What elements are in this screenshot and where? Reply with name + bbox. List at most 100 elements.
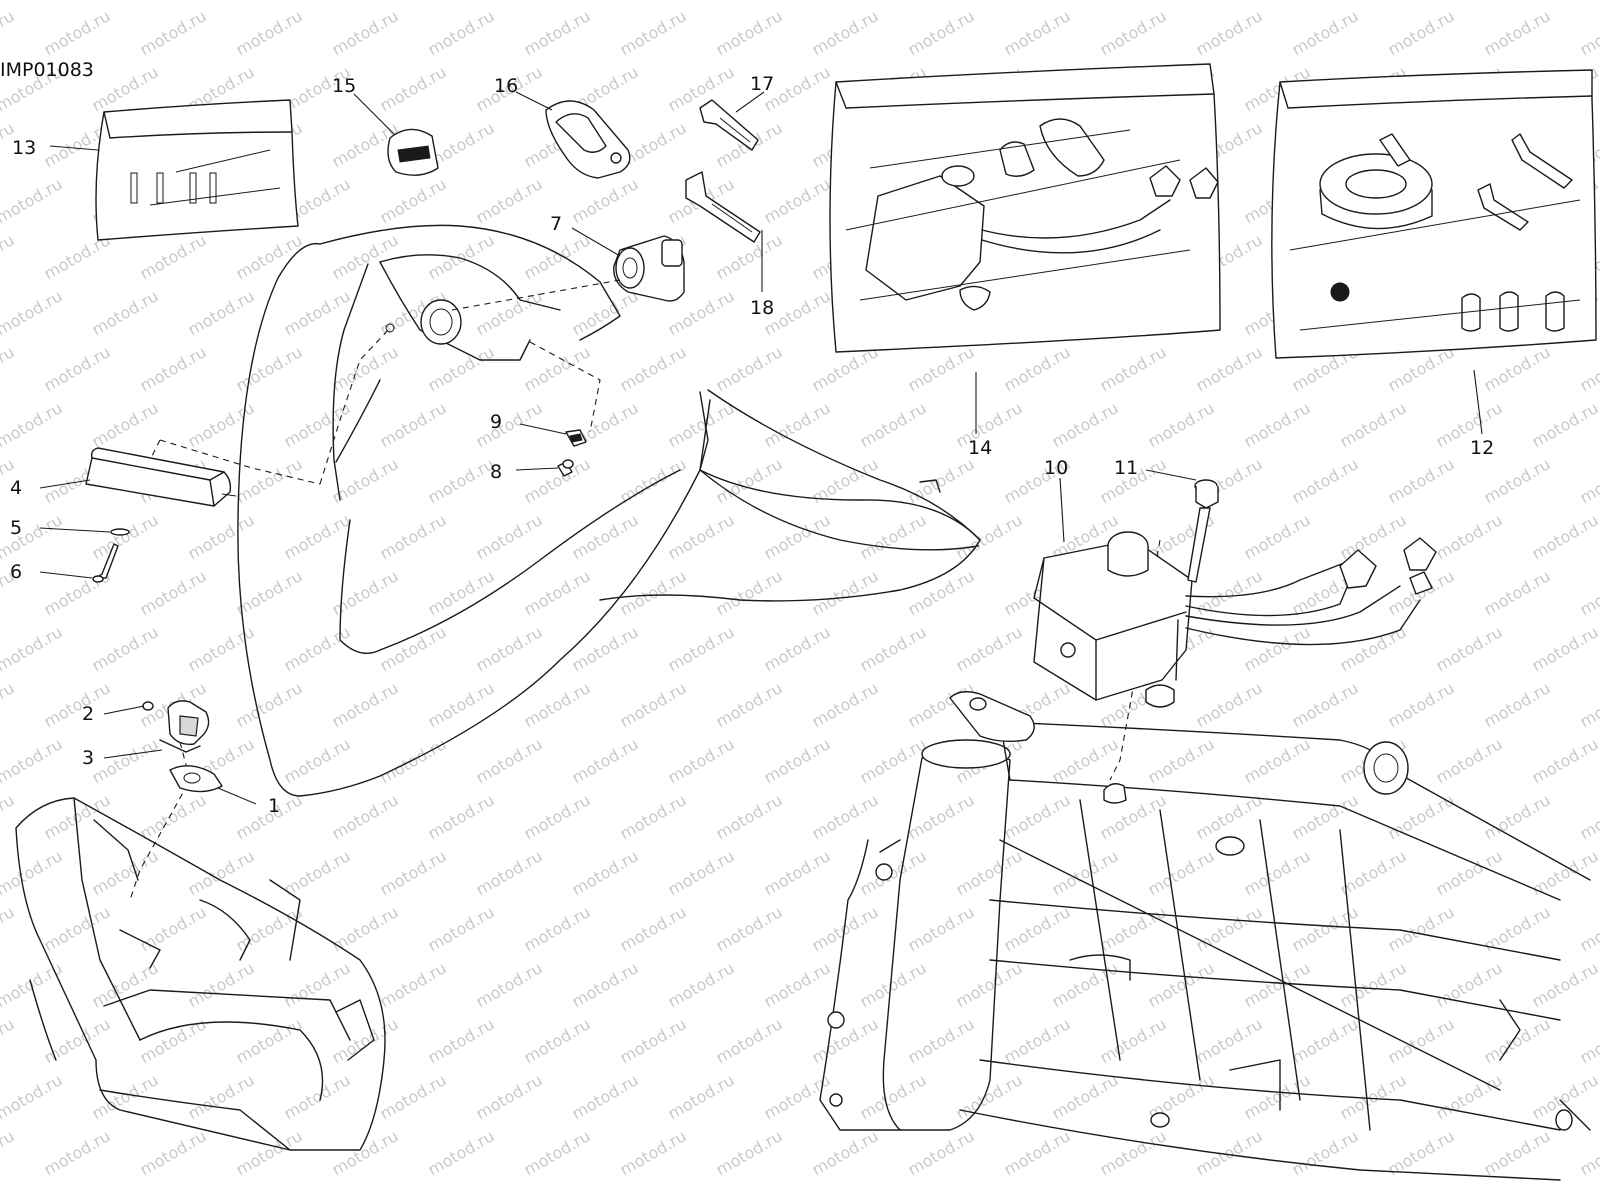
callout-leaders (39, 91, 1483, 805)
watermark-text: motod.ru (809, 1014, 882, 1067)
watermark-text: motod.ru (713, 1014, 786, 1067)
watermark-text: motod.ru (281, 622, 354, 675)
watermark-text: motod.ru (761, 846, 834, 899)
watermark-text: motod.ru (233, 454, 306, 507)
watermark-text: motod.ru (761, 622, 834, 675)
watermark-text: motod.ru (0, 790, 18, 843)
watermark-text: motod.ru (1289, 6, 1362, 59)
watermark-text: motod.ru (1433, 0, 1506, 3)
watermark-text: motod.ru (1337, 958, 1410, 1011)
watermark-text: motod.ru (1049, 0, 1122, 3)
watermark-text: motod.ru (89, 622, 162, 675)
callout-3: 3 (82, 747, 94, 769)
watermark-text: motod.ru (905, 566, 978, 619)
watermark-text: motod.ru (905, 342, 978, 395)
watermark-text: motod.ru (1289, 1014, 1362, 1067)
watermark-text: motod.ru (617, 342, 690, 395)
watermark-text: motod.ru (377, 734, 450, 787)
watermark-text: motod.ru (1577, 1126, 1600, 1179)
watermark-text: motod.ru (1481, 342, 1554, 395)
callout-13: 13 (12, 137, 36, 159)
watermark-text: motod.ru (1097, 6, 1170, 59)
watermark-text: motod.ru (761, 0, 834, 3)
watermark-text: motod.ru (617, 1126, 690, 1179)
watermark-text: motod.ru (473, 734, 546, 787)
lower-left-fairing (15, 797, 386, 1151)
watermark-text: motod.ru (905, 790, 978, 843)
watermark-text: motod.ru (857, 510, 930, 563)
watermark-text: motod.ru (1529, 0, 1600, 3)
watermark-text: motod.ru (185, 286, 258, 339)
watermark-text: motod.ru (0, 622, 66, 675)
watermark-text: motod.ru (281, 510, 354, 563)
callout-14: 14 (968, 437, 992, 459)
watermark-text: motod.ru (329, 790, 402, 843)
callout-18: 18 (750, 297, 774, 319)
watermark-text: motod.ru (41, 902, 114, 955)
watermark-text: motod.ru (1001, 790, 1074, 843)
callout-17: 17 (750, 73, 774, 95)
callout-12: 12 (1470, 437, 1494, 459)
watermark-text: motod.ru (137, 1126, 210, 1179)
watermark-text: motod.ru (281, 286, 354, 339)
watermark-text: motod.ru (569, 958, 642, 1011)
watermark-text: motod.ru (137, 342, 210, 395)
watermark-text: motod.ru (1049, 398, 1122, 451)
part-10-ignition-module (1033, 531, 1437, 708)
watermark-text: motod.ru (137, 902, 210, 955)
watermark-text: motod.ru (1433, 734, 1506, 787)
watermark-text: motod.ru (857, 1070, 930, 1123)
watermark-text: motod.ru (1481, 566, 1554, 619)
watermark-text: motod.ru (809, 678, 882, 731)
watermark-text: motod.ru (761, 510, 834, 563)
watermark-text: motod.ru (1337, 846, 1410, 899)
watermark-text: motod.ru (713, 342, 786, 395)
part-1-gasket (169, 765, 223, 793)
callout-11: 11 (1114, 457, 1138, 479)
watermark-text: motod.ru (761, 958, 834, 1011)
watermark-text: motod.ru (89, 734, 162, 787)
watermark-text: motod.ru (569, 846, 642, 899)
watermark-text: motod.ru (89, 398, 162, 451)
watermark-text: motod.ru (89, 510, 162, 563)
watermark-text: motod.ru (1577, 902, 1600, 955)
watermark-text: motod.ru (1433, 510, 1506, 563)
watermark-text: motod.ru (281, 1070, 354, 1123)
callout-8: 8 (490, 461, 502, 483)
watermark-text: motod.ru (1337, 0, 1410, 3)
watermark-text: motod.ru (233, 342, 306, 395)
watermark-text: motod.ru (953, 846, 1026, 899)
watermark-text: motod.ru (0, 6, 18, 59)
part-3-connector (159, 700, 210, 753)
watermark-text: motod.ru (233, 566, 306, 619)
watermark-text: motod.ru (1001, 1126, 1074, 1179)
watermark-text: motod.ru (1385, 6, 1458, 59)
watermark-text: motod.ru (89, 1070, 162, 1123)
watermark-text: motod.ru (1049, 1070, 1122, 1123)
watermark-text: motod.ru (281, 398, 354, 451)
watermark-text: motod.ru (1241, 846, 1314, 899)
watermark-text: motod.ru (521, 566, 594, 619)
watermark-text: motod.ru (1577, 678, 1600, 731)
part-15-transponder-chip (387, 128, 439, 176)
watermark-text: motod.ru (185, 510, 258, 563)
part-4-cover (85, 447, 237, 507)
watermark-text: motod.ru (0, 678, 18, 731)
watermark-text: motod.ru (89, 286, 162, 339)
watermark-text: motod.ru (473, 174, 546, 227)
watermark-text: motod.ru (713, 1126, 786, 1179)
callout-16: 16 (494, 75, 518, 97)
watermark-text: motod.ru (0, 342, 18, 395)
watermark-text: motod.ru (521, 1014, 594, 1067)
watermark-text: motod.ru (617, 678, 690, 731)
watermark-text: motod.ru (569, 0, 642, 3)
watermark-text: motod.ru (1577, 566, 1600, 619)
watermark-text: motod.ru (665, 622, 738, 675)
watermark-text: motod.ru (1193, 342, 1266, 395)
part-8-screw (557, 459, 574, 477)
watermark-text: motod.ru (185, 398, 258, 451)
watermark-text: motod.ru (377, 622, 450, 675)
watermark-text: motod.ru (1145, 734, 1218, 787)
watermark-text: motod.ru (617, 6, 690, 59)
watermark-text: motod.ru (665, 0, 738, 3)
